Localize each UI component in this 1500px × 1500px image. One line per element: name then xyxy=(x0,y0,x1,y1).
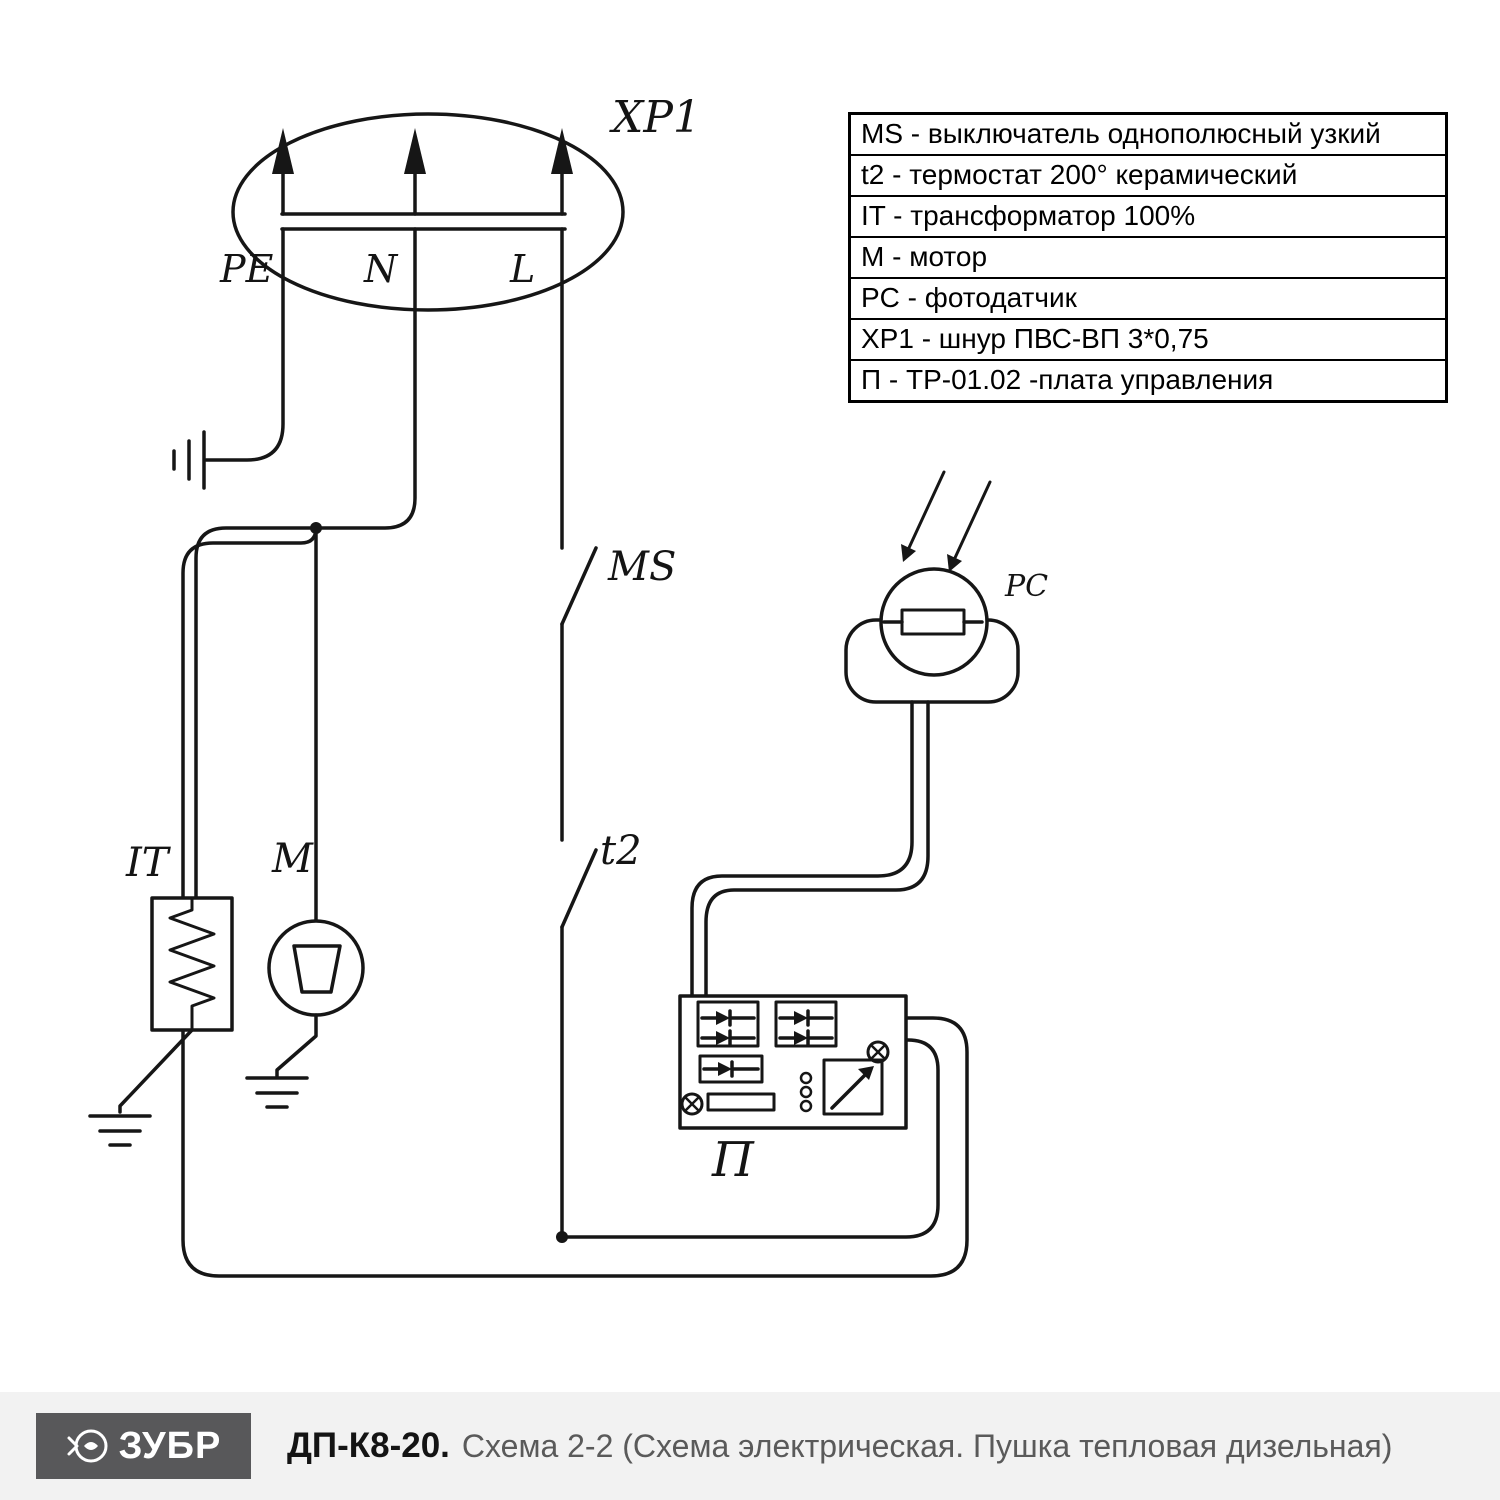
legend-table: MS - выключатель однополюсный узкий t2 -… xyxy=(848,112,1448,403)
photosensor-symbol xyxy=(844,567,1020,704)
board-label: П xyxy=(711,1132,755,1188)
plug-connector xyxy=(231,112,625,312)
return-loop-outer xyxy=(181,526,969,1278)
model-name: ДП-К8-20. xyxy=(287,1426,450,1465)
schema-subtitle: Схема 2-2 (Схема электрическая. Пушка те… xyxy=(461,1427,1393,1464)
legend-row: PC - фотодатчик xyxy=(848,277,1448,320)
photosensor-label: PC xyxy=(1004,569,1048,604)
footer-title: ДП-К8-20. Схема 2-2 (Схема электрическая… xyxy=(287,1392,1392,1500)
ms-switch-blade xyxy=(560,546,598,626)
legend-cell: t2 - термостат 200° керамический xyxy=(848,154,1448,197)
legend-cell: М - мотор xyxy=(848,236,1448,279)
light-arrows-icon xyxy=(901,470,992,572)
terminal-screw-icon xyxy=(866,1040,890,1064)
t2-switch-blade xyxy=(560,848,598,929)
pe-wire xyxy=(204,227,285,462)
legend-cell: PC - фотодатчик xyxy=(848,277,1448,320)
plug-label: XP1 xyxy=(609,92,701,143)
legend-row: IT - трансформатор 100% xyxy=(848,195,1448,238)
t2-thermostat-label: t2 xyxy=(600,828,642,874)
n-label: N xyxy=(363,247,399,291)
l-pin-arrow xyxy=(551,128,573,216)
transformer-label: IT xyxy=(125,840,172,886)
pe-ground-icon xyxy=(172,430,206,490)
legend-row: XP1 - шнур ПВС-ВП 3*0,75 xyxy=(848,318,1448,361)
transformer-ground-wire xyxy=(118,1028,194,1114)
legend-row: t2 - термостат 200° керамический xyxy=(848,154,1448,197)
relay-symbol xyxy=(822,1058,884,1116)
legend-row: П - ТР-01.02 -плата управления xyxy=(848,359,1448,403)
motor-ground-icon xyxy=(245,1076,309,1109)
motor-ground-wire xyxy=(275,1013,318,1078)
motor-label: M xyxy=(271,836,314,882)
control-board xyxy=(678,994,908,1130)
l-label: L xyxy=(509,247,535,291)
motor-symbol xyxy=(267,919,365,1017)
footer-bar: ЗУБР ДП-К8-20. Схема 2-2 (Схема электрич… xyxy=(0,1392,1500,1500)
transformer-ground-icon xyxy=(88,1114,152,1147)
legend-row: MS - выключатель однополюсный узкий xyxy=(848,112,1448,156)
legend-cell: IT - трансформатор 100% xyxy=(848,195,1448,238)
zubr-logo-text: ЗУБР xyxy=(118,1424,222,1467)
zubr-logo-icon xyxy=(67,1429,108,1463)
n-pin-arrow xyxy=(404,128,426,216)
resistor-symbol xyxy=(706,1092,776,1112)
wiring-diagram: XP1 PE N L MS t2 IT M PC П xyxy=(88,92,1048,1278)
photosensor-wires xyxy=(690,700,930,998)
legend-cell: П - ТР-01.02 -плата управления xyxy=(848,359,1448,403)
transformer-symbol xyxy=(150,896,234,1032)
legend-cell: XP1 - шнур ПВС-ВП 3*0,75 xyxy=(848,318,1448,361)
terminal-screw-icon xyxy=(680,1092,704,1116)
ms-switch-label: MS xyxy=(607,544,676,590)
legend-cell: MS - выключатель однополюсный узкий xyxy=(848,112,1448,156)
pe-pin-arrow xyxy=(272,128,294,216)
legend-row: М - мотор xyxy=(848,236,1448,279)
l-wire xyxy=(556,227,598,1243)
zubr-logo: ЗУБР xyxy=(36,1413,251,1479)
n-wire xyxy=(194,227,417,900)
pe-label: PE xyxy=(219,247,274,291)
return-loop-inner xyxy=(560,1038,940,1239)
